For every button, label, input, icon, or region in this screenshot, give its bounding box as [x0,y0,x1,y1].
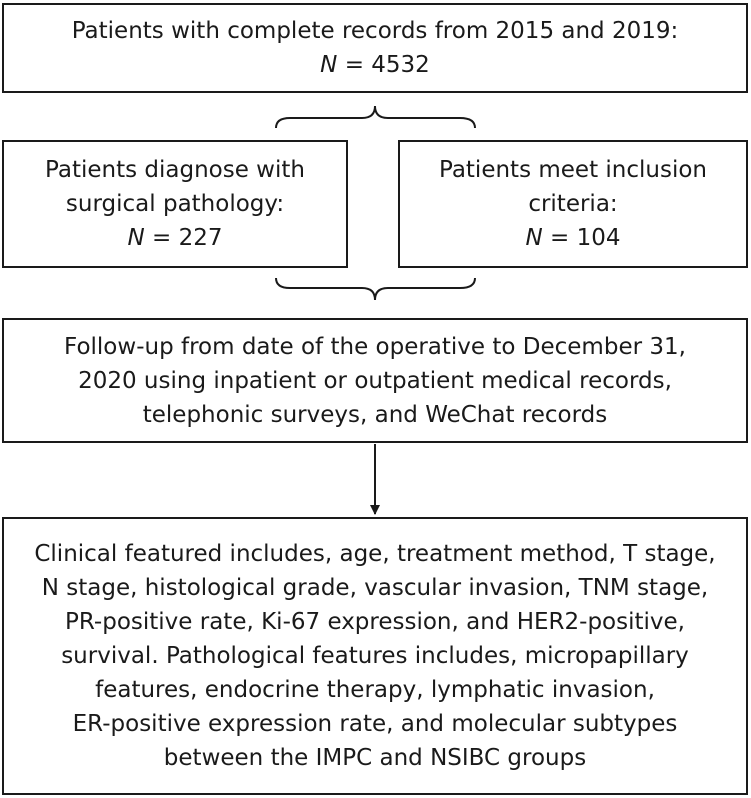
followup-line-2: 2020 using inpatient or outpatient medic… [78,367,672,394]
inclusion-criteria-box: Patients meet inclusion criteria: N = 10… [398,140,748,268]
inclusion-n-value: = 104 [542,225,621,251]
surgical-count: N = 227 [127,221,222,255]
followup-line-3: telephonic surveys, and WeChat records [142,401,608,428]
surgical-line-2: surgical pathology: [65,191,285,217]
surgical-line-1: Patients diagnose with [45,157,305,183]
followup-line-1: Follow-up from date of the operative to … [64,333,686,360]
top-brace [275,105,476,129]
inclusion-n-symbol: N [525,225,543,251]
bottom-brace [275,277,476,301]
clinical-features-box: Clinical featured includes, age, treatme… [2,517,748,795]
records-n-symbol: N [320,52,338,78]
records-title: Patients with complete records from 2015… [71,18,679,44]
inclusion-line-2: criteria: [528,191,618,217]
inclusion-line-1: Patients meet inclusion [438,157,707,183]
surgical-pathology-box: Patients diagnose with surgical patholog… [2,140,348,268]
records-box: Patients with complete records from 2015… [2,3,748,93]
clinical-line-1: Clinical featured includes, age, treatme… [34,541,716,567]
clinical-line-5: features, endocrine therapy, lymphatic i… [95,677,655,703]
surgical-n-symbol: N [127,225,145,251]
clinical-line-3: PR-positive rate, Ki-67 expression, and … [65,609,685,635]
clinical-line-2: N stage, histological grade, vascular in… [41,575,709,601]
records-n-value: = 4532 [337,52,430,78]
clinical-line-4: survival. Pathological features includes… [61,643,689,669]
follow-up-box: Follow-up from date of the operative to … [2,318,748,443]
clinical-line-6: ER-positive expression rate, and molecul… [72,711,678,737]
clinical-line-7: between the IMPC and NSIBC groups [163,745,587,771]
surgical-n-value: = 227 [144,225,223,251]
records-count: N = 4532 [320,48,430,82]
inclusion-count: N = 104 [525,221,620,255]
